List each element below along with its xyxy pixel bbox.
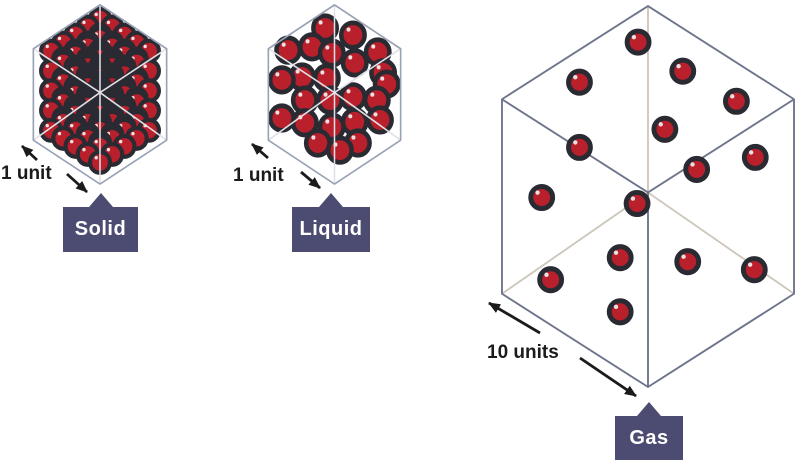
liquid-particles-group bbox=[267, 13, 401, 165]
gas-particles-group bbox=[528, 28, 769, 326]
liquid-cube-outline bbox=[267, 4, 402, 185]
solid-particles-group bbox=[39, 6, 161, 175]
solid-unit-arrow-downright-icon bbox=[66, 172, 88, 194]
solid-state-label: Solid bbox=[74, 218, 127, 240]
gas-cube-frame bbox=[501, 5, 795, 388]
gas-units-arrow-upleft-icon bbox=[488, 301, 541, 335]
gas-cube bbox=[501, 5, 795, 388]
liquid-cube-inner-edges bbox=[267, 4, 402, 185]
liquid-cube-frame bbox=[267, 4, 402, 185]
gas-scale-label: 10 units bbox=[487, 342, 559, 363]
liquid-cube bbox=[267, 4, 402, 185]
liquid-state-label: Liquid bbox=[299, 218, 363, 240]
gas-units-arrow-downright-icon bbox=[579, 356, 637, 398]
liquid-state-badge: Liquid bbox=[292, 207, 370, 252]
solid-cube-outline bbox=[32, 4, 168, 185]
solid-cube-inner-edges bbox=[32, 4, 168, 185]
liquid-scale-label: 1 unit bbox=[233, 165, 284, 186]
gas-state-badge: Gas bbox=[615, 416, 683, 460]
solid-scale-label: 1 unit bbox=[1, 163, 52, 184]
solid-cube-frame bbox=[32, 4, 168, 185]
gas-cube-outline bbox=[501, 5, 795, 388]
solid-cube bbox=[32, 4, 168, 185]
gas-state-label: Gas bbox=[629, 426, 669, 449]
liquid-unit-arrow-upleft-icon bbox=[251, 142, 269, 160]
scale-arrows bbox=[21, 142, 637, 398]
solid-state-badge: Solid bbox=[63, 207, 138, 252]
liquid-unit-arrow-downright-icon bbox=[300, 170, 321, 190]
solid-unit-arrow-upleft-icon bbox=[21, 144, 38, 162]
